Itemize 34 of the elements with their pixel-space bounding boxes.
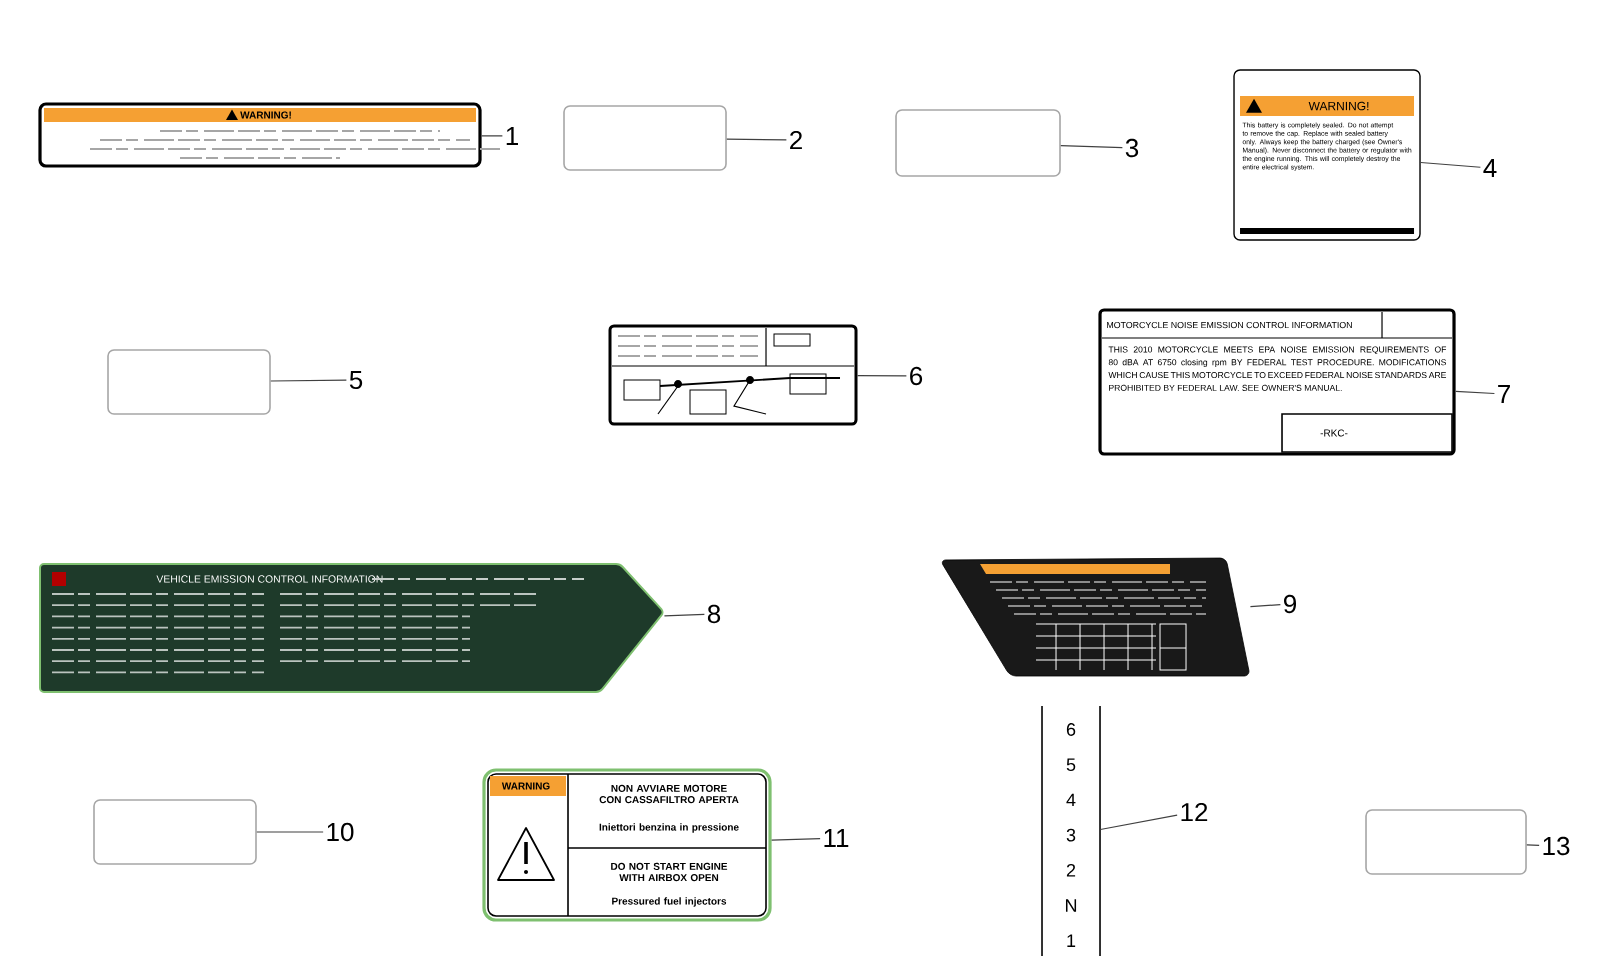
blank-decal: [563, 105, 727, 171]
leader-line: [663, 613, 705, 617]
leader-line: [481, 135, 503, 137]
callout-number: 5: [349, 370, 363, 390]
blank-decal: [107, 349, 271, 415]
leader-line: [270, 379, 347, 382]
callout-number: 10: [327, 822, 354, 842]
callout-number: 9: [1284, 594, 1296, 614]
blank-decal: [93, 799, 257, 865]
leader-line: [256, 831, 324, 833]
callout-number: 11: [824, 829, 849, 847]
leader-line: [1060, 145, 1123, 149]
leader-line: [1526, 844, 1540, 846]
callout-number: 13: [1543, 836, 1570, 856]
leader-line: [856, 375, 907, 377]
leader-line: [1420, 161, 1481, 168]
callout-number: 2: [790, 130, 802, 150]
leader-line: [1455, 390, 1495, 395]
callout-number: 4: [1483, 159, 1497, 177]
callout-number: 12: [1181, 802, 1208, 822]
hose-routing-decal-drawing: [608, 324, 858, 426]
callout-number: 6: [910, 366, 923, 386]
warning-decal-drawing: [941, 557, 1250, 677]
blank-decal: [1365, 809, 1527, 875]
blank-decal: [895, 109, 1061, 177]
callout-number: 3: [1125, 138, 1139, 158]
gear-decal: 6 5 4 3 2 N 1: [1041, 705, 1101, 957]
leader-line: [726, 138, 787, 141]
callout-number: 1: [506, 127, 518, 145]
leader-line: [1099, 814, 1178, 831]
leader-line: [1249, 604, 1281, 608]
callout-number: 7: [1498, 385, 1510, 403]
callout-number: 8: [707, 604, 721, 624]
leader-line: [771, 837, 821, 841]
